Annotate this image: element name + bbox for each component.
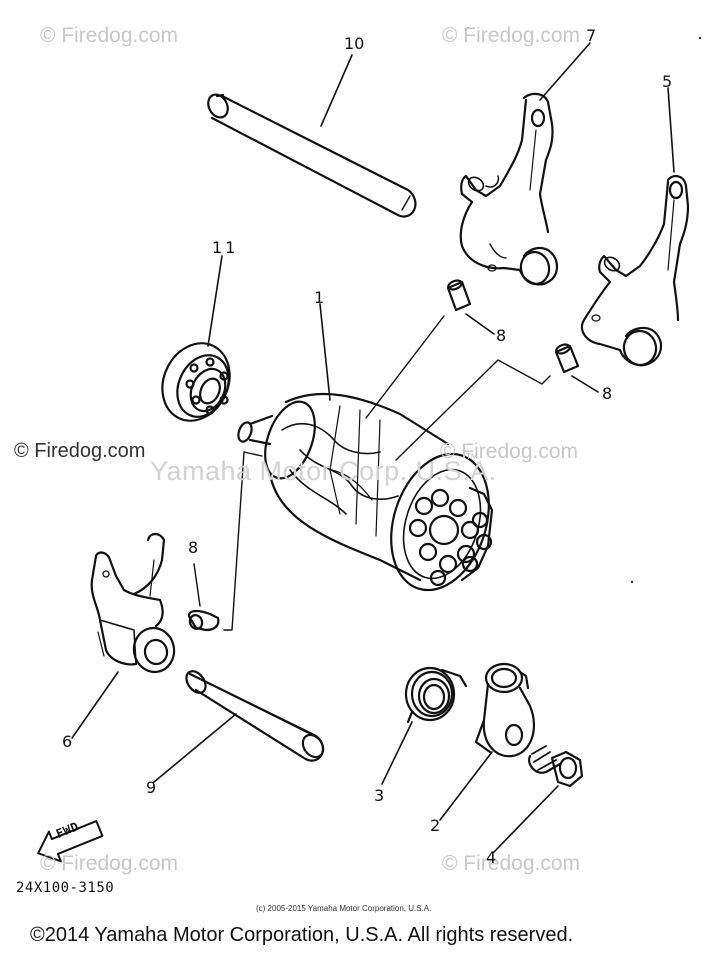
part-label-6: 6 <box>62 732 73 751</box>
part-label-5: 5 <box>662 72 673 91</box>
part-9-guide-bar <box>185 670 325 762</box>
part-3-torsion-spring <box>404 666 468 724</box>
leader-8a <box>465 313 495 335</box>
leader-11 <box>207 255 223 347</box>
part-label-3: 3 <box>374 786 385 805</box>
part-label-9: 9 <box>146 778 157 797</box>
leader-7 <box>539 42 591 101</box>
watermark-mid-right: © Firedog.com <box>440 440 579 463</box>
part-10-guide-bar <box>207 93 417 218</box>
fwd-arrow-icon <box>37 820 104 863</box>
leader-8b <box>571 375 599 393</box>
leader-6 <box>71 671 119 739</box>
part-4-bolt <box>528 745 584 788</box>
part-label-7: 7 <box>586 26 597 45</box>
leader-5 <box>667 87 675 173</box>
copyright-notice: ©2014 Yamaha Motor Corporation, U.S.A. A… <box>30 924 574 946</box>
part-8b-dowel-pin <box>554 343 580 374</box>
part-8a-dowel-pin <box>446 279 472 312</box>
part-label-8c: 8 <box>188 538 199 557</box>
watermark-mid-left: © Firedog.com <box>14 440 146 462</box>
part-label-4: 4 <box>486 848 497 867</box>
watermark-tm: TM <box>466 452 478 461</box>
leader-3 <box>381 721 413 785</box>
part-label-8a: 8 <box>496 326 507 345</box>
leader-8b-to-drum <box>395 359 551 461</box>
part-5-shift-fork <box>580 174 690 367</box>
leader-9 <box>153 713 237 783</box>
watermark-bottom-right: © Firedog.com <box>442 852 581 875</box>
watermark-bottom-left: © Firedog.com <box>40 852 179 875</box>
part-label-11: 11 <box>212 238 239 257</box>
part-label-10: 10 <box>344 34 365 53</box>
part-2-stopper-lever <box>474 662 535 758</box>
stray-marks <box>467 27 702 584</box>
small-copyright: (c) 2005-2015 Yamaha Motor Corporation, … <box>256 904 432 913</box>
leader-2 <box>439 751 493 821</box>
part-7-shift-fork <box>459 92 559 286</box>
part-label-8b: 8 <box>602 384 613 403</box>
part-1-shift-drum <box>237 392 494 592</box>
leader-8c <box>193 563 201 607</box>
watermark-top-left: © Firedog.com <box>40 24 179 47</box>
leader-10 <box>320 54 353 127</box>
part-11-bearing <box>161 342 231 422</box>
part-label-1: 1 <box>314 288 325 307</box>
diagram-code: 24X100-3150 <box>16 880 115 896</box>
watermark-top-right: © Firedog.com <box>442 24 581 47</box>
leader-8c-to-drum <box>223 451 263 631</box>
part-label-2: 2 <box>430 816 441 835</box>
leader-8a-to-drum <box>365 315 445 419</box>
leader-4 <box>493 785 559 853</box>
part-6-shift-fork <box>90 532 176 674</box>
part-8c-dowel-pin <box>187 609 220 632</box>
watermark-center: Yamaha Motor Corp. U.S.A. <box>150 456 497 486</box>
leader-1 <box>319 303 331 401</box>
